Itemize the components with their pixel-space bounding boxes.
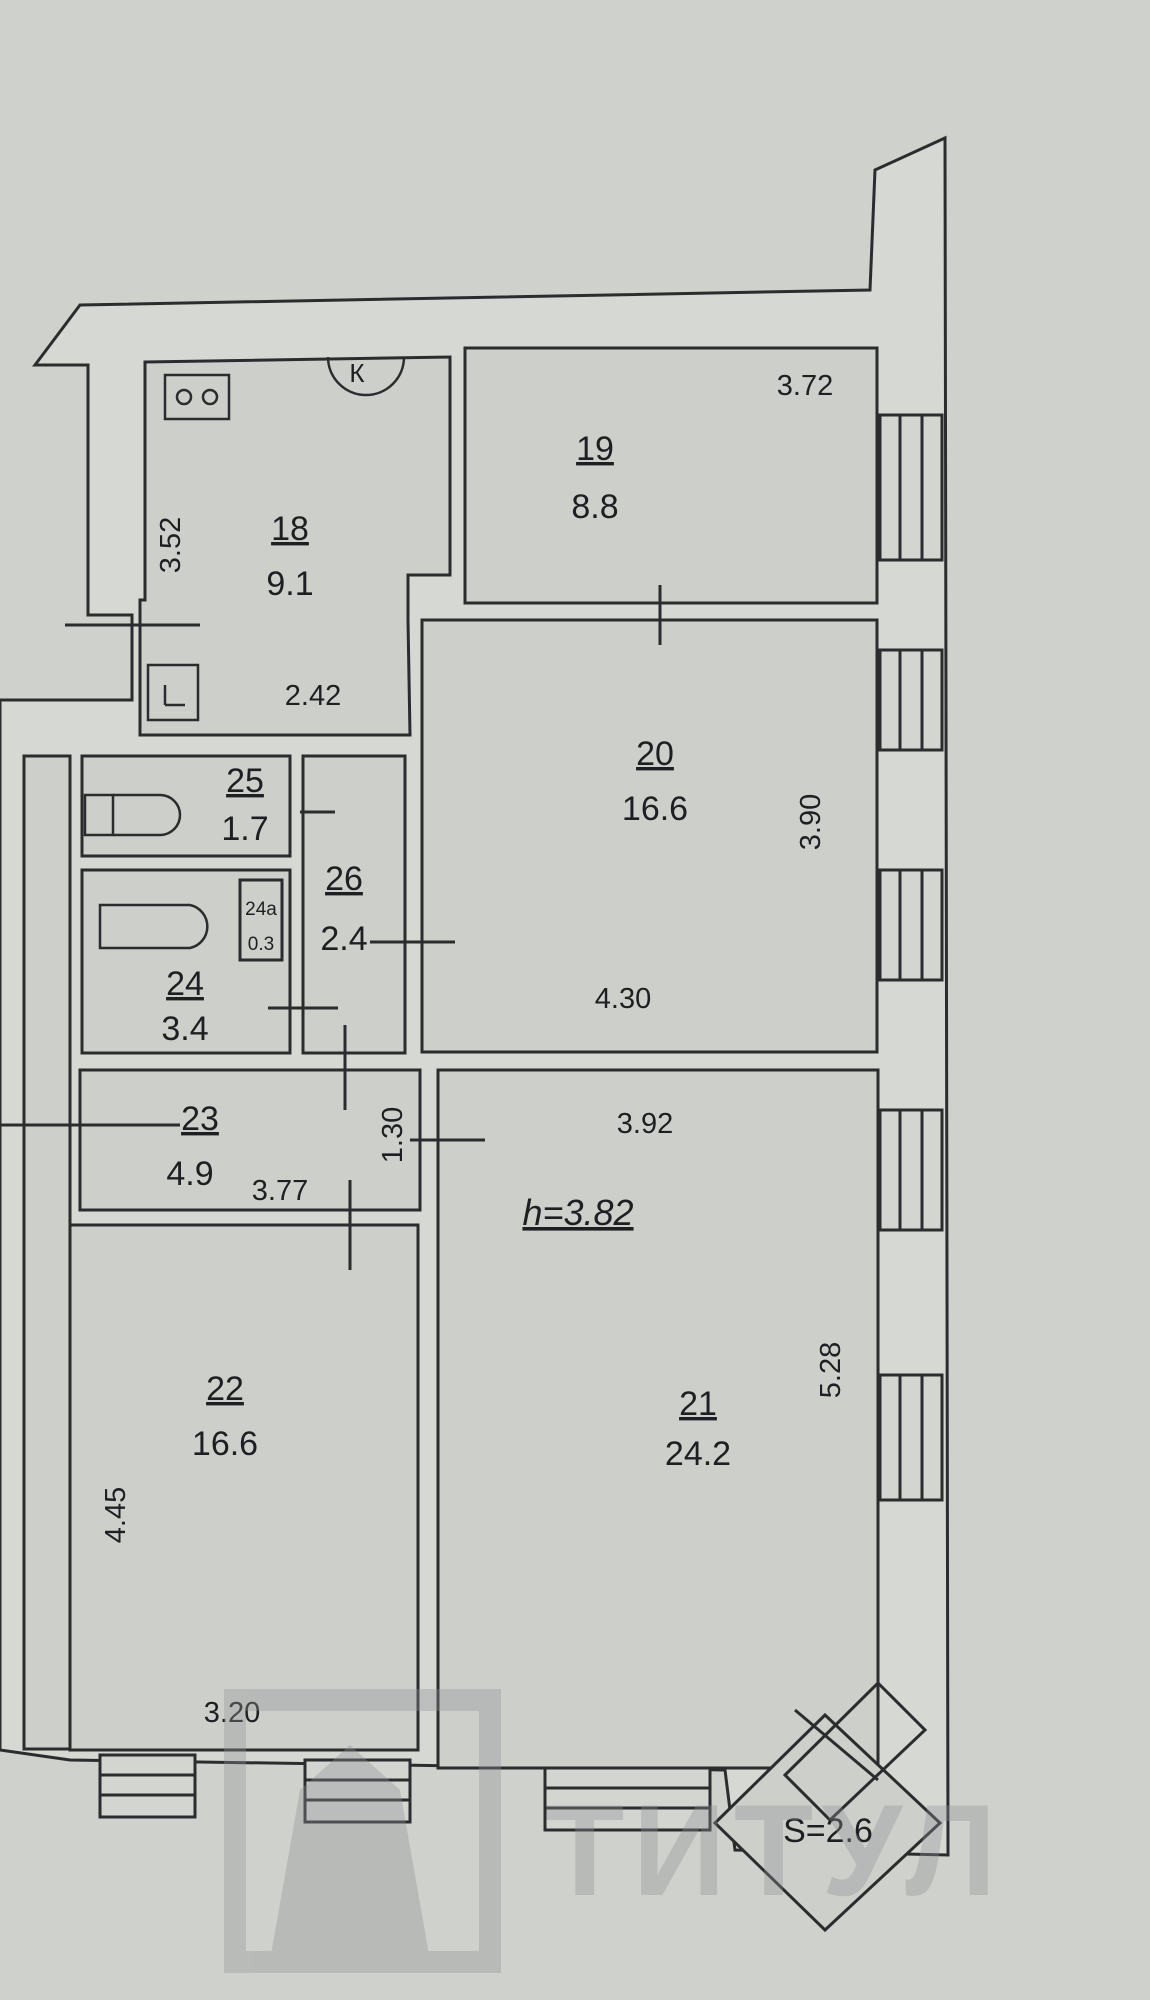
room-18-kitchen bbox=[138, 355, 452, 737]
ceiling-height: h=3.82 bbox=[522, 1192, 633, 1233]
svg-text:16.6: 16.6 bbox=[622, 790, 688, 828]
dim-r18-height: 3.52 bbox=[155, 517, 187, 573]
svg-text:21: 21 bbox=[679, 1385, 717, 1423]
svg-text:24a: 24a bbox=[245, 899, 277, 920]
svg-text:3.4: 3.4 bbox=[161, 1010, 208, 1048]
svg-text:24: 24 bbox=[166, 965, 204, 1003]
dim-r21-width: 3.92 bbox=[617, 1108, 673, 1140]
room-19 bbox=[463, 346, 879, 605]
dim-r19-width: 3.72 bbox=[777, 370, 833, 402]
svg-text:8.8: 8.8 bbox=[571, 488, 618, 526]
stove-icon bbox=[163, 373, 231, 421]
svg-text:22: 22 bbox=[206, 1370, 244, 1408]
room-24-label: 24 3.4 bbox=[161, 965, 208, 1048]
boiler-icon bbox=[326, 356, 406, 397]
balcony-area: S=2.6 bbox=[783, 1812, 873, 1850]
room-24a-label: 24a 0.3 bbox=[245, 899, 277, 955]
dim-r20-width: 4.30 bbox=[595, 983, 651, 1015]
room-19-label: 19 8.8 bbox=[571, 430, 618, 526]
svg-text:2.4: 2.4 bbox=[320, 920, 367, 958]
svg-text:20: 20 bbox=[636, 735, 674, 773]
svg-text:24.2: 24.2 bbox=[665, 1435, 731, 1473]
room-25 bbox=[80, 754, 292, 858]
kitchen-mark: К bbox=[349, 358, 364, 388]
balcony-connector bbox=[782, 1680, 928, 1823]
door-marks bbox=[0, 585, 879, 1782]
svg-text:25: 25 bbox=[226, 762, 264, 800]
room-20-label: 20 16.6 bbox=[622, 735, 688, 828]
dim-r22-height: 4.45 bbox=[100, 1487, 132, 1543]
svg-text:9.1: 9.1 bbox=[266, 565, 313, 603]
svg-text:26: 26 bbox=[325, 860, 363, 898]
svg-text:18: 18 bbox=[271, 510, 309, 548]
room-18-label: 18 9.1 bbox=[266, 510, 313, 603]
balcony bbox=[712, 1712, 943, 1933]
svg-text:1.7: 1.7 bbox=[221, 810, 268, 848]
room-26-label: 26 2.4 bbox=[320, 860, 367, 958]
svg-text:4.9: 4.9 bbox=[166, 1155, 213, 1193]
bottom-windows bbox=[98, 1753, 712, 1832]
svg-text:16.6: 16.6 bbox=[192, 1425, 258, 1463]
right-windows bbox=[878, 413, 944, 1502]
toilet-icon bbox=[83, 793, 182, 837]
room-21 bbox=[436, 1068, 880, 1770]
room-23-label: 23 4.9 bbox=[166, 1100, 219, 1193]
watermark-text: ТИТУЛ bbox=[545, 1777, 1004, 1923]
dim-r18-width: 2.42 bbox=[285, 680, 341, 712]
svg-text:19: 19 bbox=[576, 430, 614, 468]
room-24a bbox=[238, 878, 284, 962]
room-20 bbox=[420, 618, 879, 1054]
dim-r23-height: 1.30 bbox=[377, 1107, 409, 1163]
corridor-left bbox=[22, 754, 72, 1751]
svg-text:23: 23 bbox=[181, 1100, 219, 1138]
sink-icon bbox=[146, 663, 200, 722]
watermark-logo bbox=[224, 1689, 501, 1973]
dim-r22-width: 3.20 bbox=[204, 1697, 260, 1729]
room-22 bbox=[68, 1223, 420, 1752]
dim-r21-height: 5.28 bbox=[815, 1342, 847, 1398]
dim-r23-width: 3.77 bbox=[252, 1175, 308, 1207]
bathtub-icon bbox=[98, 903, 209, 950]
room-25-label: 25 1.7 bbox=[221, 762, 268, 848]
room-21-label: 21 24.2 bbox=[665, 1385, 731, 1473]
room-22-label: 22 16.6 bbox=[192, 1370, 258, 1463]
room-26 bbox=[301, 754, 407, 1055]
svg-text:0.3: 0.3 bbox=[248, 934, 274, 955]
dim-r20-height: 3.90 bbox=[795, 794, 827, 850]
room-23 bbox=[78, 1068, 422, 1212]
